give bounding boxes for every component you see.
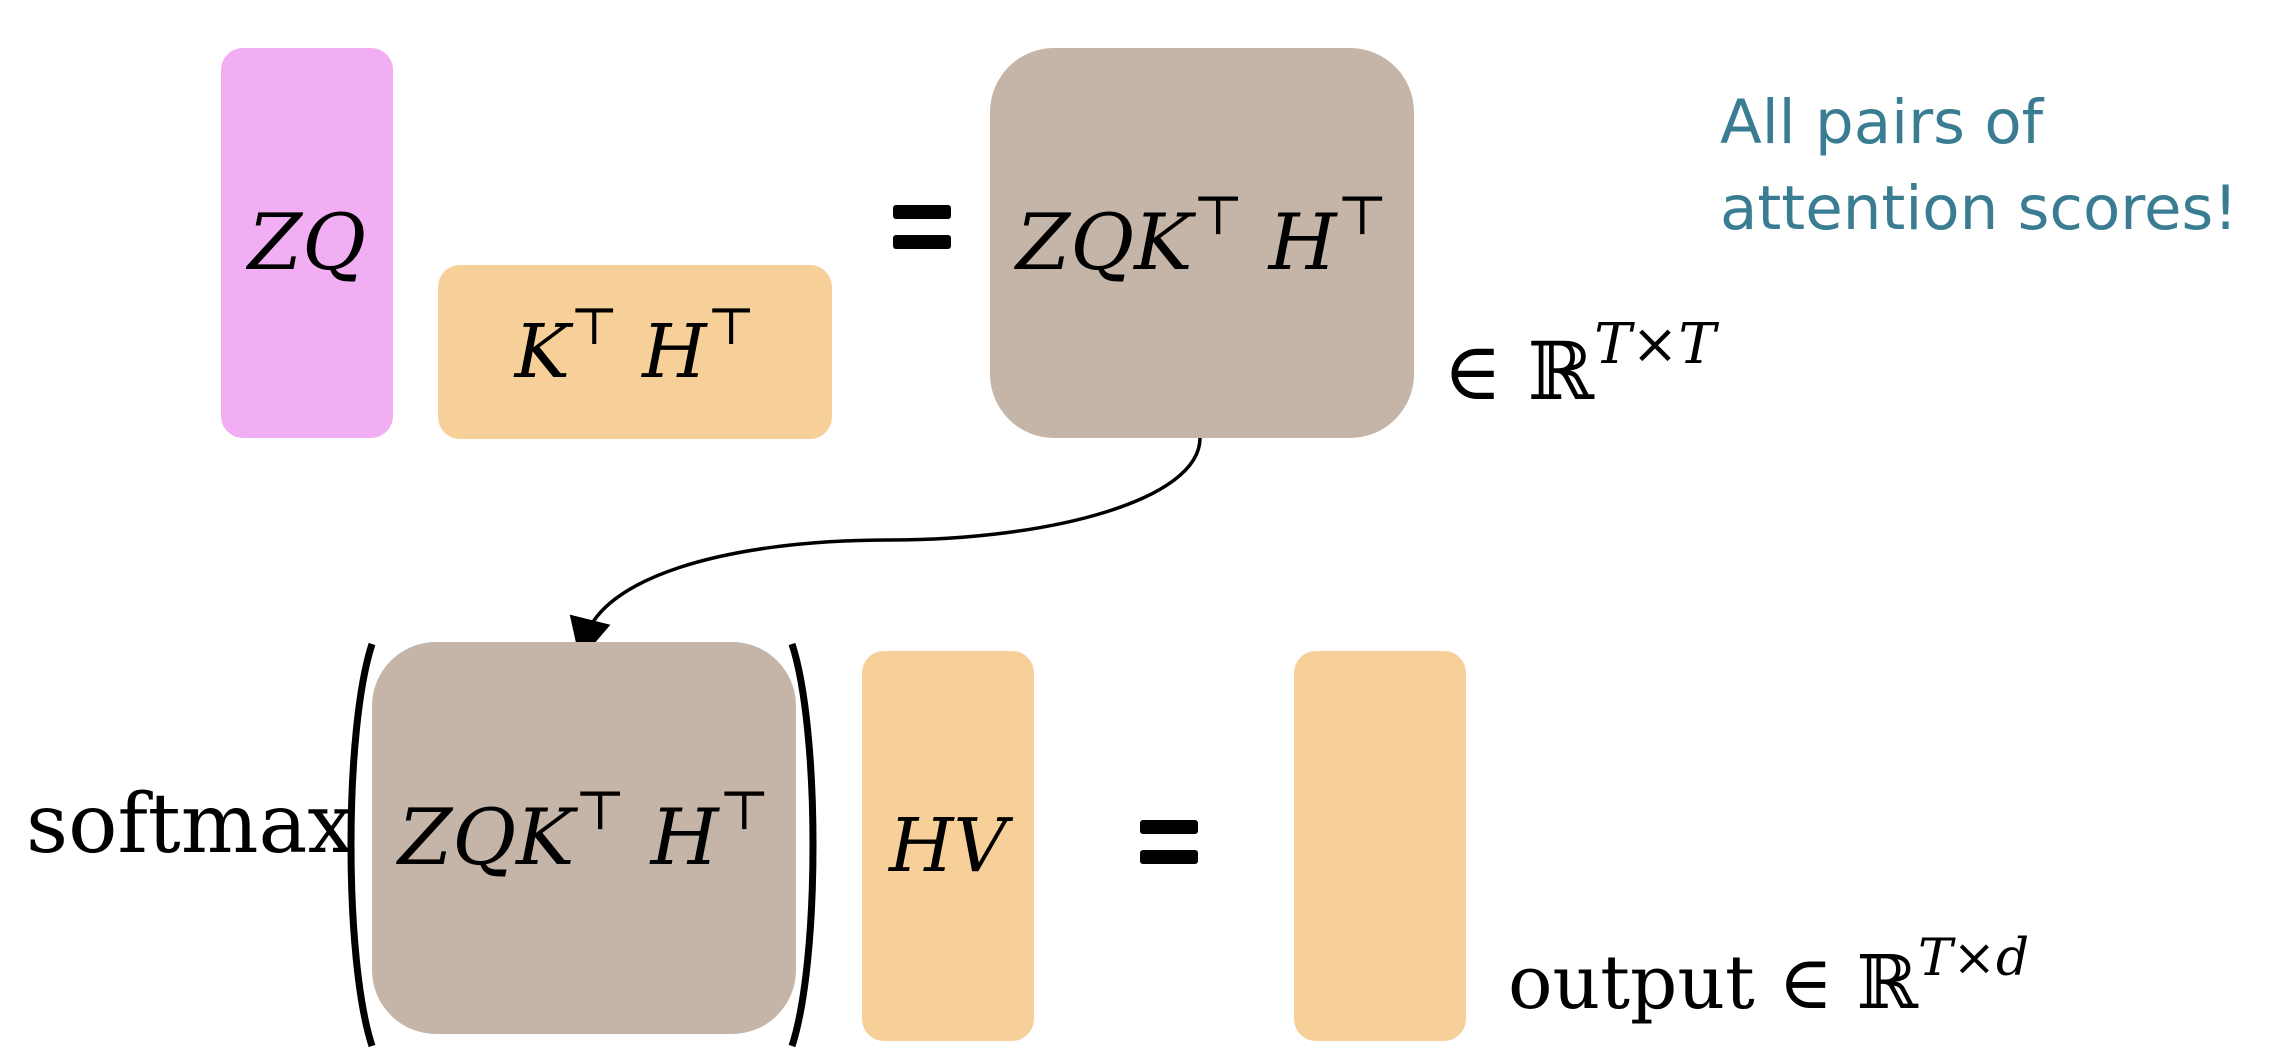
output-matrix <box>1294 651 1466 1041</box>
attention-scores-label: ZQK⊤ H⊤ <box>1016 182 1388 288</box>
key-transpose-matrix: K⊤ H⊤ <box>438 265 832 439</box>
zq-label: ZQ <box>247 198 367 288</box>
attention-note: All pairs of attention scores! <box>1720 80 2238 252</box>
softmax-scores-matrix: ZQK⊤ H⊤ <box>372 642 796 1034</box>
attention-note-line-1: All pairs of <box>1720 87 2044 158</box>
attention-scores-matrix: ZQK⊤ H⊤ <box>990 48 1414 438</box>
scores-dimension-label: ∈ ℝT×T <box>1443 311 1716 418</box>
attention-note-line-2: attention scores! <box>1720 173 2238 244</box>
hv-matrix: HV <box>862 651 1034 1041</box>
output-dimension-label: output ∈ ℝT×d <box>1508 927 2030 1026</box>
softmax-label: softmax <box>26 777 354 872</box>
left-parenthesis <box>347 642 376 1048</box>
equals-sign-top <box>893 205 951 265</box>
softmax-scores-label: ZQK⊤ H⊤ <box>398 777 770 883</box>
key-transpose-label: K⊤ H⊤ <box>514 296 756 395</box>
zq-matrix: ZQ <box>221 48 393 438</box>
equals-sign-bottom <box>1140 820 1198 880</box>
right-parenthesis <box>788 642 817 1048</box>
hv-label: HV <box>889 803 1007 889</box>
